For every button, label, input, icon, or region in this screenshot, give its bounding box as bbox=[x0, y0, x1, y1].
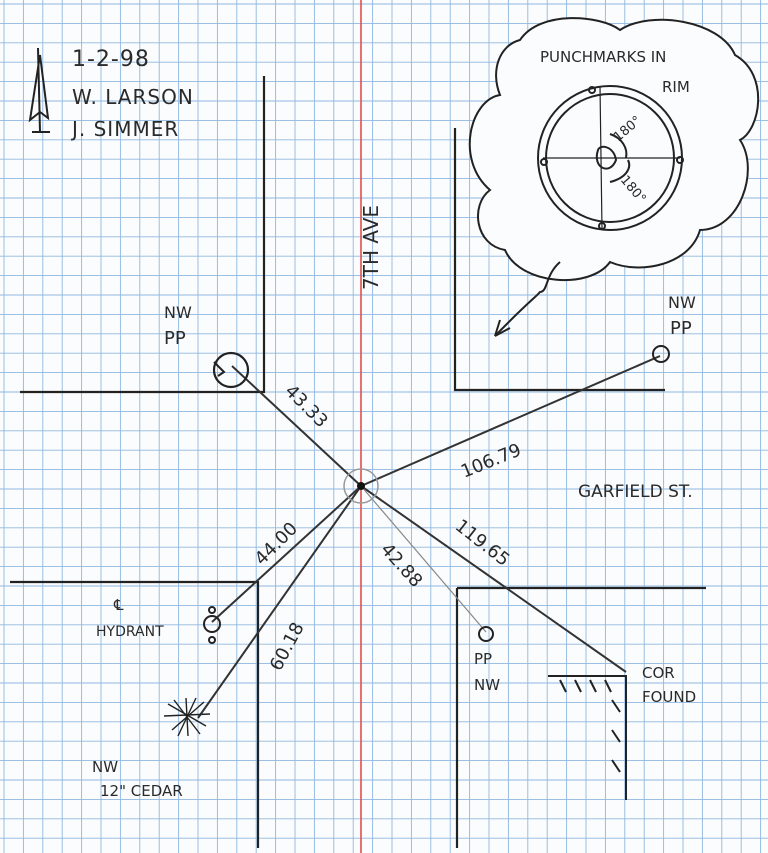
nw-pp-east-symbol bbox=[652, 345, 670, 363]
curb-lines bbox=[10, 76, 706, 848]
pp-south-label-2: NW bbox=[474, 676, 500, 694]
cedar-tree-icon bbox=[163, 697, 211, 737]
tie-distance-hydrant: 44.00 bbox=[251, 518, 302, 569]
monument-point bbox=[357, 482, 365, 490]
north-arrow-icon bbox=[28, 47, 50, 133]
tie-distance-nw-pp-east: 106.79 bbox=[458, 440, 524, 483]
cedar-label-2: 12" CEDAR bbox=[100, 782, 183, 800]
callout-title-1: PUNCHMARKS IN bbox=[540, 48, 666, 66]
callout-title-2: RIM bbox=[662, 78, 690, 96]
nw-pp-east-label-1: NW bbox=[668, 293, 696, 312]
tie-distance-cedar: 60.18 bbox=[266, 619, 309, 674]
building-corner bbox=[548, 675, 627, 800]
survey-date: 1-2-98 bbox=[72, 47, 150, 72]
corner-label-1: COR bbox=[642, 664, 675, 682]
cedar-label-1: NW bbox=[92, 758, 118, 776]
hydrant-label-1: ℄ bbox=[113, 596, 124, 614]
manhole-rim-icon bbox=[537, 85, 684, 231]
nw-pp-west-mark bbox=[213, 361, 226, 377]
tie-line-pp-south bbox=[360, 485, 487, 633]
nw-pp-west-label-1: NW bbox=[164, 303, 192, 322]
avenue-label: 7TH AVE bbox=[359, 205, 383, 290]
corner-label-2: FOUND bbox=[642, 688, 696, 706]
crew-member-2: J. SIMMER bbox=[70, 117, 179, 141]
tie-lines bbox=[197, 355, 661, 719]
crew-member-1: W. LARSON bbox=[72, 85, 194, 109]
monument-circle bbox=[343, 468, 379, 504]
header-notes: 1-2-98 W. LARSON J. SIMMER bbox=[70, 47, 194, 141]
nw-pp-west-label-2: PP bbox=[164, 328, 186, 349]
pp-south-symbol bbox=[478, 626, 494, 642]
nw-pp-east-label-2: PP bbox=[670, 318, 692, 339]
pp-south-label-1: PP bbox=[474, 650, 492, 668]
punchmarks-callout bbox=[468, 17, 760, 337]
street-label: GARFIELD ST. bbox=[578, 482, 693, 502]
tie-distance-corner: 119.65 bbox=[451, 515, 514, 570]
hydrant-icon bbox=[203, 606, 221, 644]
tie-distance-nw-pp-west: 43.33 bbox=[280, 381, 331, 432]
nw-pp-west-symbol bbox=[212, 351, 250, 389]
hydrant-label-2: HYDRANT bbox=[96, 624, 164, 640]
